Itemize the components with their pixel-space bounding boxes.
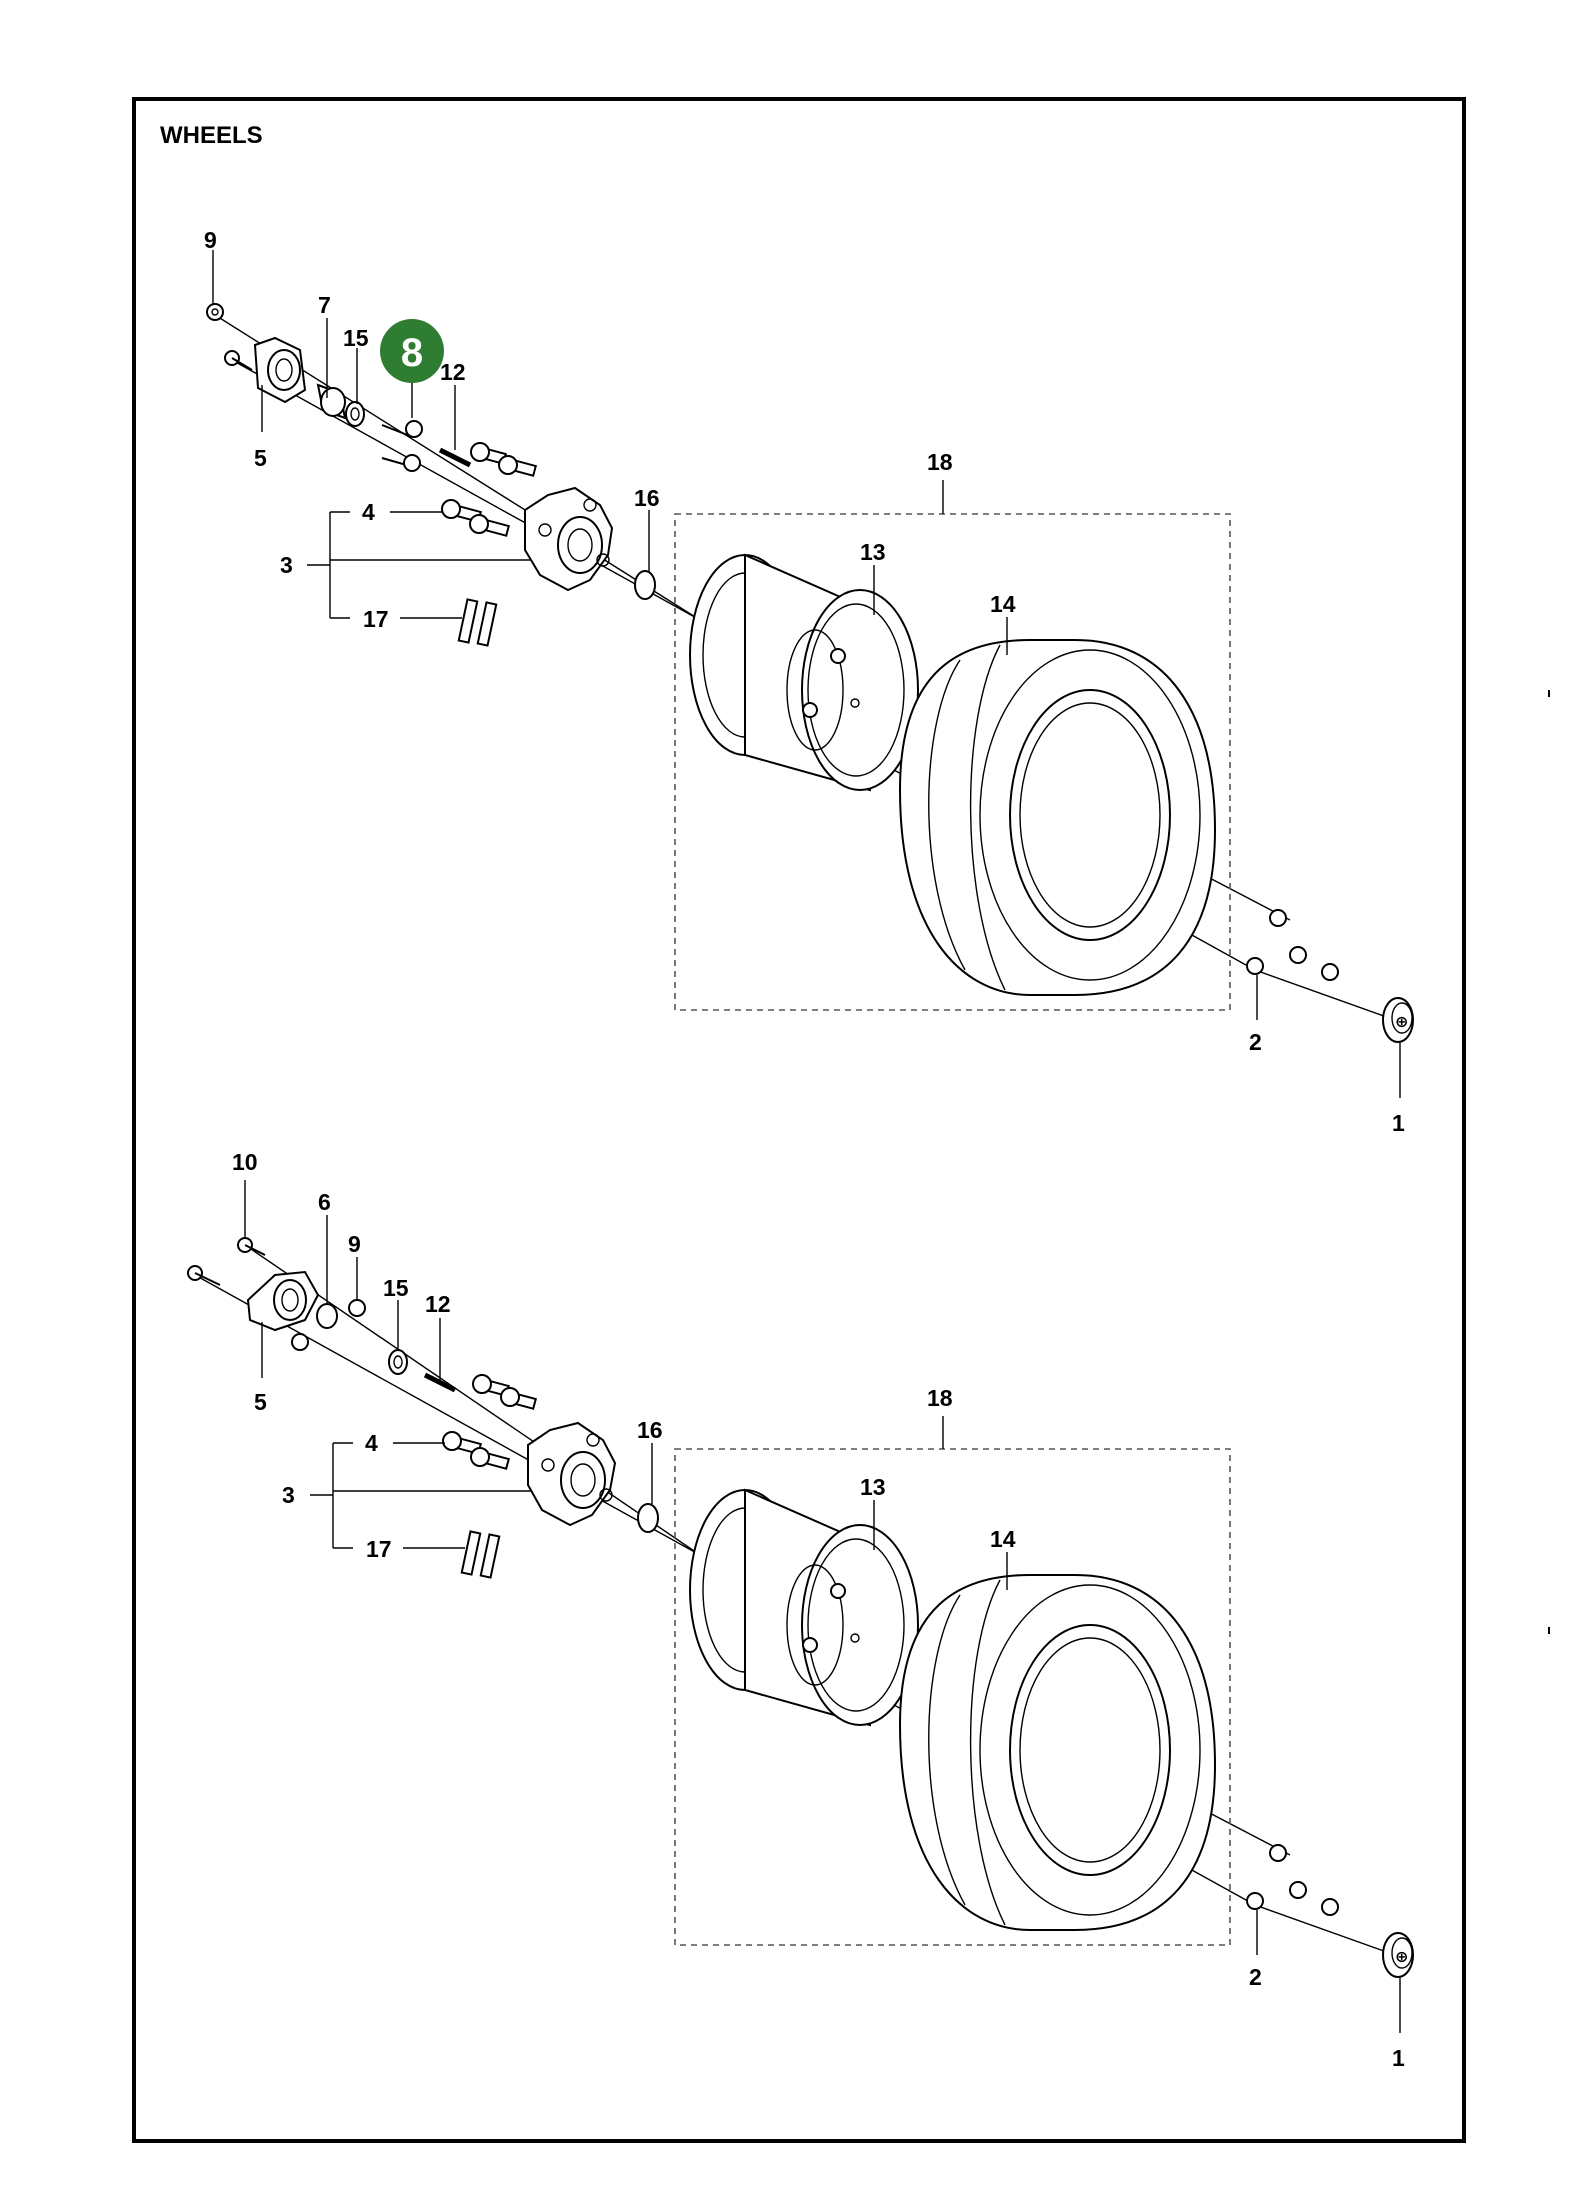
label-15-lower: 15: [383, 1275, 409, 1301]
studs-17-upper: [457, 598, 498, 647]
label-17-upper: 17: [363, 606, 389, 632]
wheel-group-box-upper: [674, 513, 1231, 1011]
lower-assembly: ⊕ 10 6 9 15 12 5 18 4 16 3 13 14: [187, 1149, 1414, 2071]
label-15-upper: 15: [343, 325, 369, 351]
collar-6-lower: [316, 1303, 338, 1329]
svg-text:⊕: ⊕: [1395, 1949, 1408, 1966]
page-title: WHEELS: [160, 122, 263, 149]
label-5-upper: 5: [254, 445, 267, 471]
label-5-lower: 5: [254, 1389, 267, 1415]
label-18-upper: 18: [927, 449, 953, 475]
bolt-10-lower: [237, 1237, 266, 1256]
washer-15-upper: [345, 401, 365, 427]
label-7-upper: 7: [318, 292, 331, 318]
label-14-lower: 14: [990, 1526, 1016, 1552]
hub-cap-1-upper: ⊕: [1382, 997, 1414, 1043]
svg-text:⊕: ⊕: [1395, 1014, 1408, 1031]
svg-text:8: 8: [401, 331, 423, 375]
spacer-7-upper: [316, 383, 347, 420]
label-12-upper: 12: [440, 359, 466, 385]
label-3-lower: 3: [282, 1482, 295, 1508]
label-3-upper: 3: [280, 552, 293, 578]
o-ring-16-lower: [637, 1503, 659, 1533]
studs-17-lower: [460, 1530, 501, 1579]
hub-bolts-lower: [442, 1374, 538, 1470]
bolts-mid-upper: [381, 420, 423, 472]
hub-3-lower: [527, 1421, 617, 1527]
key-12-upper: [438, 447, 472, 468]
label-10-lower: 10: [232, 1149, 258, 1175]
tire-14-lower: [898, 1574, 1217, 1931]
o-ring-16-upper: [634, 570, 656, 600]
hub-3-upper: [524, 486, 614, 592]
hub-cap-1-lower: ⊕: [1382, 1932, 1414, 1978]
lug-nuts-lower: [1246, 1844, 1339, 1916]
page-frame: [132, 97, 1466, 2143]
label-4-lower: 4: [365, 1430, 378, 1456]
label-17-lower: 17: [366, 1536, 392, 1562]
flange-bearing-5-lower: [246, 1270, 320, 1351]
hub-bolts-upper: [441, 442, 538, 537]
upper-assembly: ⊕ 9 7 15 8 12 5 18 4 16 3: [204, 227, 1414, 1136]
washer-15-lower: [388, 1349, 408, 1375]
rim-13-upper: [689, 553, 919, 792]
label-9-upper: 9: [204, 227, 217, 253]
highlight-badge-8[interactable]: 8: [380, 319, 444, 383]
lug-nuts-upper: [1246, 909, 1339, 981]
bolt-left-lower: [187, 1265, 221, 1286]
nut-9-upper: [206, 303, 224, 321]
label-14-upper: 14: [990, 591, 1016, 617]
nut-9-lower: [348, 1299, 366, 1317]
wheel-group-box-lower: [674, 1448, 1231, 1946]
label-4-upper: 4: [362, 499, 375, 525]
label-6-lower: 6: [318, 1189, 331, 1215]
label-18-lower: 18: [927, 1385, 953, 1411]
label-1-upper: 1: [1392, 1110, 1405, 1136]
label-16-lower: 16: [637, 1417, 663, 1443]
label-1-lower: 1: [1392, 2045, 1405, 2071]
label-2-lower: 2: [1249, 1964, 1262, 1990]
label-12-lower: 12: [425, 1291, 451, 1317]
key-12-lower: [423, 1372, 457, 1393]
label-16-upper: 16: [634, 485, 660, 511]
rim-13-lower: [689, 1488, 919, 1727]
bolt-left-upper: [224, 350, 253, 371]
label-2-upper: 2: [1249, 1029, 1262, 1055]
label-13-lower: 13: [860, 1474, 886, 1500]
tire-14-upper: [898, 639, 1217, 996]
flange-bearing-5-upper: [253, 336, 307, 404]
label-13-upper: 13: [860, 539, 886, 565]
label-9-lower: 9: [348, 1231, 361, 1257]
